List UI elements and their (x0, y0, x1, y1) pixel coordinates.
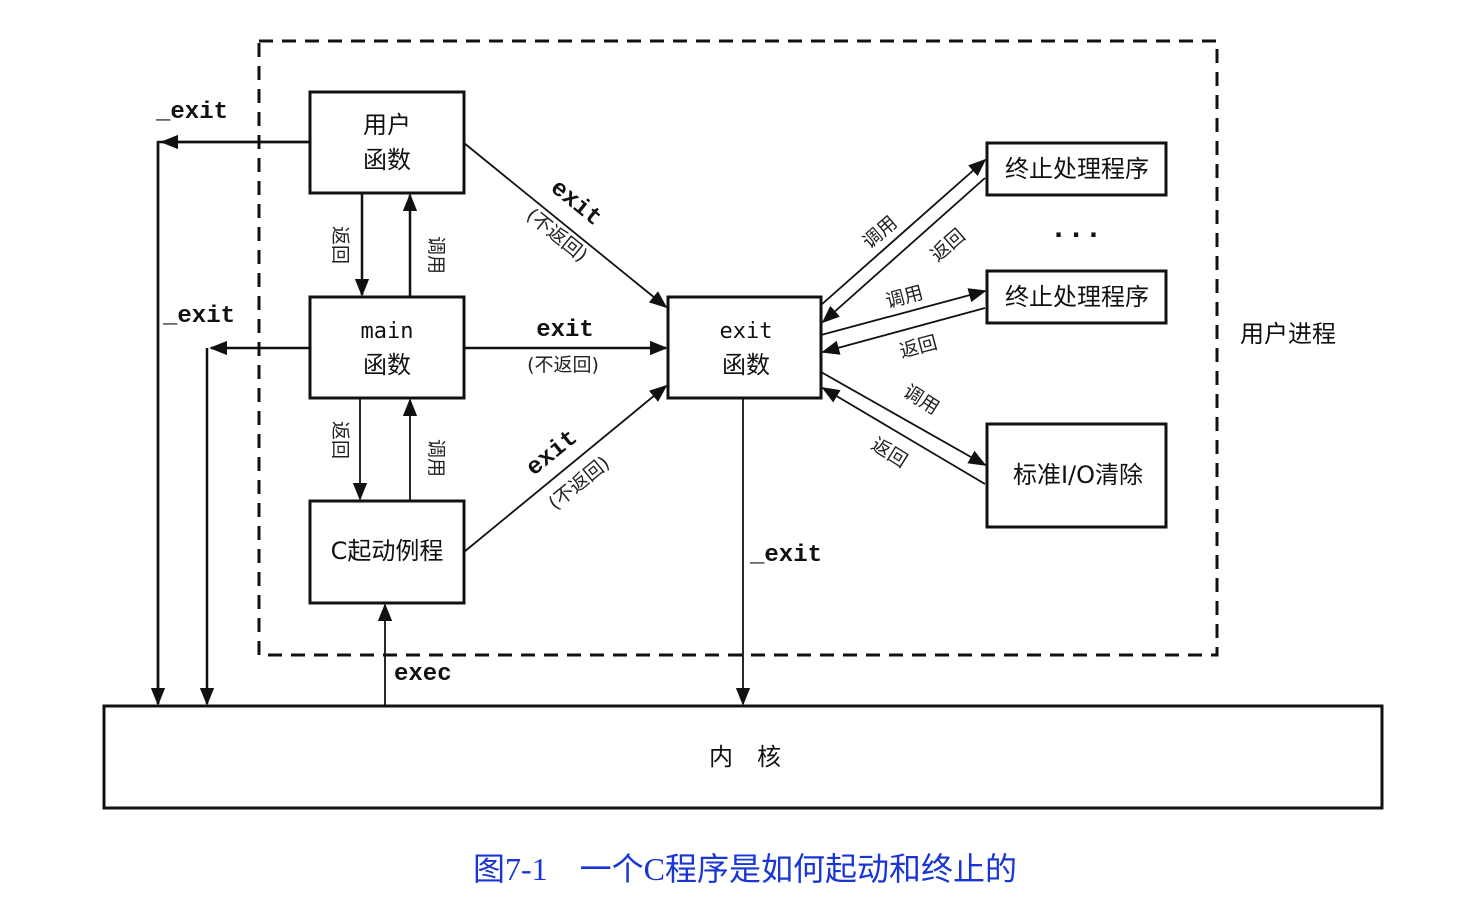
label-exit-bottom: _exit (749, 542, 822, 569)
user-process-label: 用户进程 (1240, 320, 1336, 348)
exit-handler-label-1: 终止处理程序 (1005, 155, 1149, 183)
label-return-stdio: 返回 (867, 434, 911, 473)
kernel-box (102, 704, 1384, 810)
exit-handler-box-2 (985, 269, 1168, 325)
arrow-return-stdio (821, 387, 986, 485)
label-return-2: 返回 (329, 421, 351, 459)
label-no-return-2: (不返回) (527, 354, 599, 376)
stdio-cleanup-label: 标准I/O清除 (1013, 461, 1143, 489)
exit-handler-box-1 (985, 141, 1168, 197)
label-call-2: 调用 (425, 439, 447, 477)
arrow-return-handler-1 (821, 177, 986, 324)
label-call-stdio: 调用 (899, 381, 943, 420)
arrow-user-exit (463, 142, 668, 309)
arrow-call-handler-1 (820, 158, 987, 306)
arrow-call-stdio (820, 371, 987, 466)
exit-handler-label-2: 终止处理程序 (1005, 283, 1149, 311)
label-return-h1: 返回 (927, 225, 970, 267)
stdio-cleanup-box (985, 422, 1168, 529)
label-exec: exec (394, 661, 452, 688)
main-function-label-1: main (361, 319, 414, 344)
user-function-label-2: 函数 (363, 146, 411, 174)
c-startup-box (308, 499, 466, 605)
label-return-1: 返回 (329, 226, 351, 264)
arrow-call-handler-2 (820, 288, 987, 336)
exit-function-label-2: 函数 (722, 351, 770, 379)
figure-caption: 图7-1 一个C程序是如何起动和终止的 (473, 851, 1017, 887)
kernel-label: 内 核 (709, 743, 781, 771)
exit-function-label-1: exit (720, 319, 773, 344)
exit-function-box (666, 295, 823, 400)
c-startup-label: C起动例程 (331, 537, 444, 565)
label-call-1: 调用 (425, 236, 447, 274)
label-return-h2: 返回 (897, 332, 939, 363)
main-function-label-2: 函数 (363, 351, 411, 379)
label-exit-main: _exit (162, 303, 235, 330)
label-exit-user: _exit (155, 99, 228, 126)
arrow-user-to-kernel (156, 140, 310, 704)
label-exit-main-horizontal: exit (536, 317, 594, 344)
arrow-return-handler-2 (821, 307, 986, 355)
arrow-startup-exit (463, 384, 668, 553)
user-function-box (308, 90, 466, 195)
ellipsis: · · · (1054, 221, 1098, 249)
label-call-h1: 调用 (859, 212, 902, 254)
main-function-box (308, 295, 466, 400)
user-function-label-1: 用户 (363, 111, 411, 139)
